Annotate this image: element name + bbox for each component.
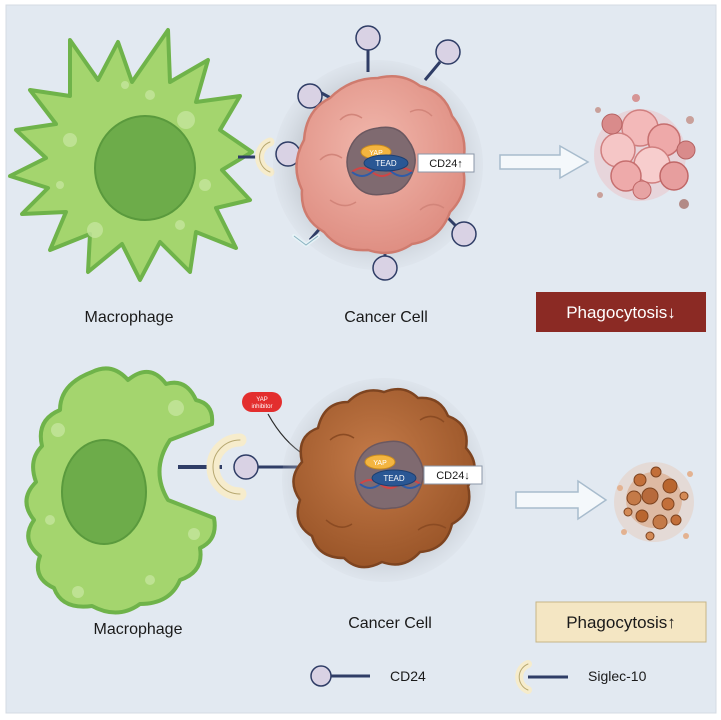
bottom-cancer-cell: YAP TEAD CD24↓ [282, 378, 486, 582]
bottom-outcome-arrow [515, 479, 608, 521]
phagocytosis-up-text: Phagocytosis↑ [566, 613, 676, 632]
top-macrophage-label: Macrophage [85, 309, 174, 326]
legend-siglec10: Siglec-10 [515, 660, 647, 694]
cd24-status-text: CD24↑ [429, 158, 463, 170]
cd24-status-box [423, 465, 483, 485]
top-cancer-cell-label: Cancer Cell [344, 309, 428, 326]
top-macrophage [8, 28, 254, 282]
cd24-receptor [297, 83, 323, 109]
cd24-receptor [451, 221, 477, 247]
yap-inhibitor-pill [242, 392, 282, 412]
top-cancer-cell: YAP TEAD CD24↑ [273, 25, 483, 281]
cd24-status-box [417, 153, 475, 173]
yap-label: YAP [369, 150, 383, 157]
legend-cd24: CD24 [310, 665, 426, 687]
tead-label: TEAD [375, 159, 397, 168]
phagocytosis-up-box [535, 601, 707, 643]
top-siglec10-receptor [238, 137, 275, 177]
cd24-receptor [355, 25, 381, 51]
legend-siglec10-label: Siglec-10 [588, 668, 647, 684]
tead-protein [371, 469, 417, 487]
top-cancer-cell-cluster [594, 94, 696, 209]
macrophage-nucleus [94, 115, 196, 221]
phagocytosis-down-text: Phagocytosis↓ [566, 303, 676, 322]
bottom-cancer-cell-label: Cancer Cell [348, 615, 432, 632]
bottom-macrophage-label: Macrophage [94, 621, 183, 638]
cd24-status-text: CD24↓ [436, 470, 470, 482]
legend-cd24-icon [310, 665, 332, 687]
yap-label: YAP [373, 460, 387, 467]
bottom-macrophage [24, 366, 217, 615]
yap-protein [364, 454, 396, 470]
tead-label: TEAD [383, 474, 405, 483]
cd24-receptor [233, 454, 259, 480]
tead-protein [363, 154, 409, 172]
bottom-fragmented-cell [614, 462, 694, 542]
cd24-receptor [372, 255, 398, 281]
yap-inhibitor-line1: YAP [256, 397, 268, 403]
phagocytosis-down-box [536, 292, 706, 332]
cd24-receptor [435, 39, 461, 65]
top-panel: YAP TEAD CD24↑ Macro [8, 25, 706, 332]
bottom-panel: YAP inhibitor YAP TEAD CD24↓ [24, 366, 707, 643]
top-outcome-arrow [499, 144, 590, 180]
legend: CD24 Siglec-10 [310, 660, 647, 694]
macrophage-nucleus [61, 439, 147, 545]
legend-cd24-label: CD24 [390, 668, 426, 684]
yap-inhibitor-line2: inhibitor [251, 404, 272, 410]
bottom-siglec10-cd24-binding [178, 433, 304, 501]
